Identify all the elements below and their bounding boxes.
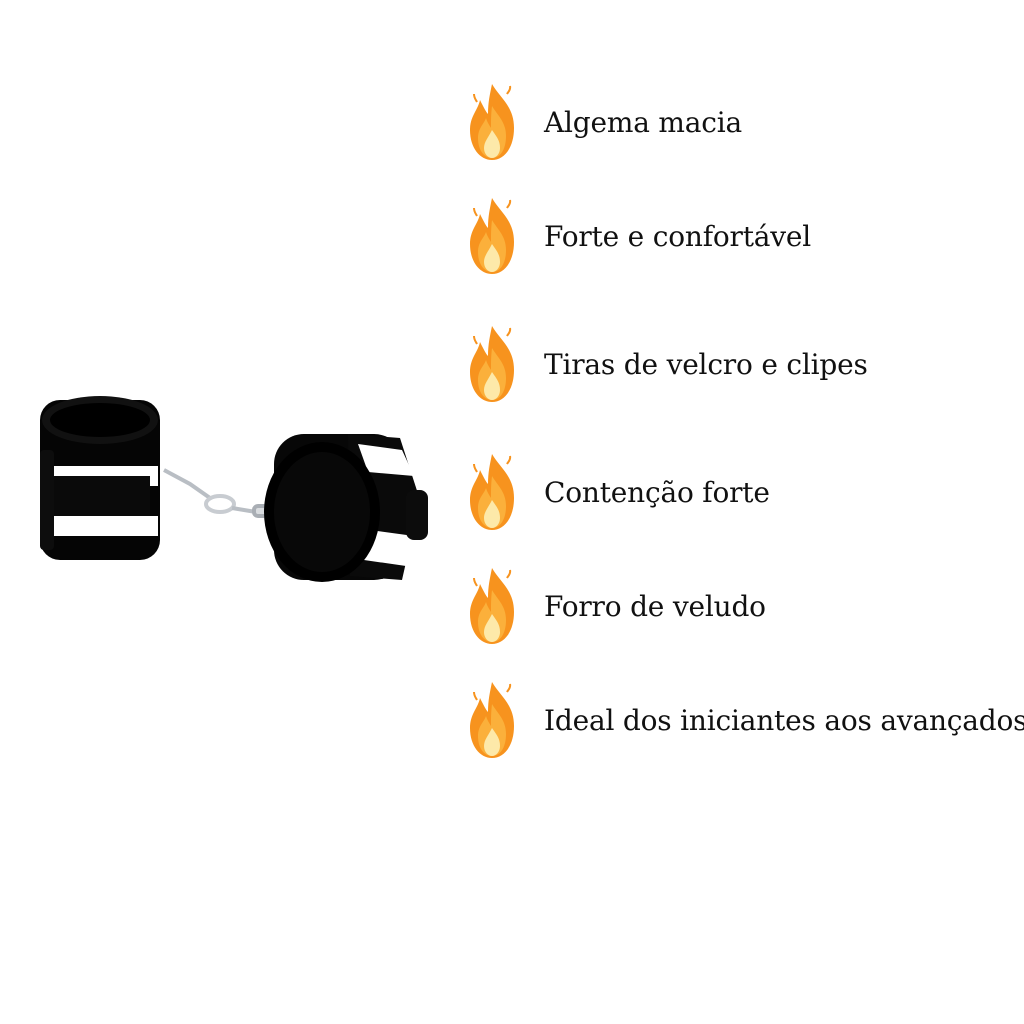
wrist-cuffs-image xyxy=(40,396,428,582)
feature-label: Forro de veludo xyxy=(544,589,766,623)
feature-item: Forro de veludo xyxy=(462,564,1022,648)
fire-icon xyxy=(470,568,514,644)
feature-list: Algema macia Forte e confortável Tiras d… xyxy=(462,0,1024,1024)
feature-item: Algema macia xyxy=(462,80,1022,164)
feature-label: Contenção forte xyxy=(544,475,770,509)
left-cuff xyxy=(40,396,160,560)
feature-item: Forte e confortável xyxy=(462,194,1022,278)
fire-icon xyxy=(470,84,514,160)
right-cuff xyxy=(264,434,428,582)
fire-icon xyxy=(470,198,514,274)
feature-label: Algema macia xyxy=(544,105,742,139)
feature-item: Ideal dos iniciantes aos avançados xyxy=(462,678,1024,762)
feature-label: Forte e confortável xyxy=(544,219,811,253)
fire-icon xyxy=(470,326,514,402)
feature-item: Tiras de velcro e clipes xyxy=(462,322,1022,406)
clip-chain xyxy=(163,468,274,518)
feature-label: Ideal dos iniciantes aos avançados xyxy=(544,703,1024,737)
feature-label: Tiras de velcro e clipes xyxy=(544,347,868,381)
feature-item: Contenção forte xyxy=(462,450,1022,534)
fire-icon xyxy=(470,682,514,758)
fire-icon xyxy=(470,454,514,530)
